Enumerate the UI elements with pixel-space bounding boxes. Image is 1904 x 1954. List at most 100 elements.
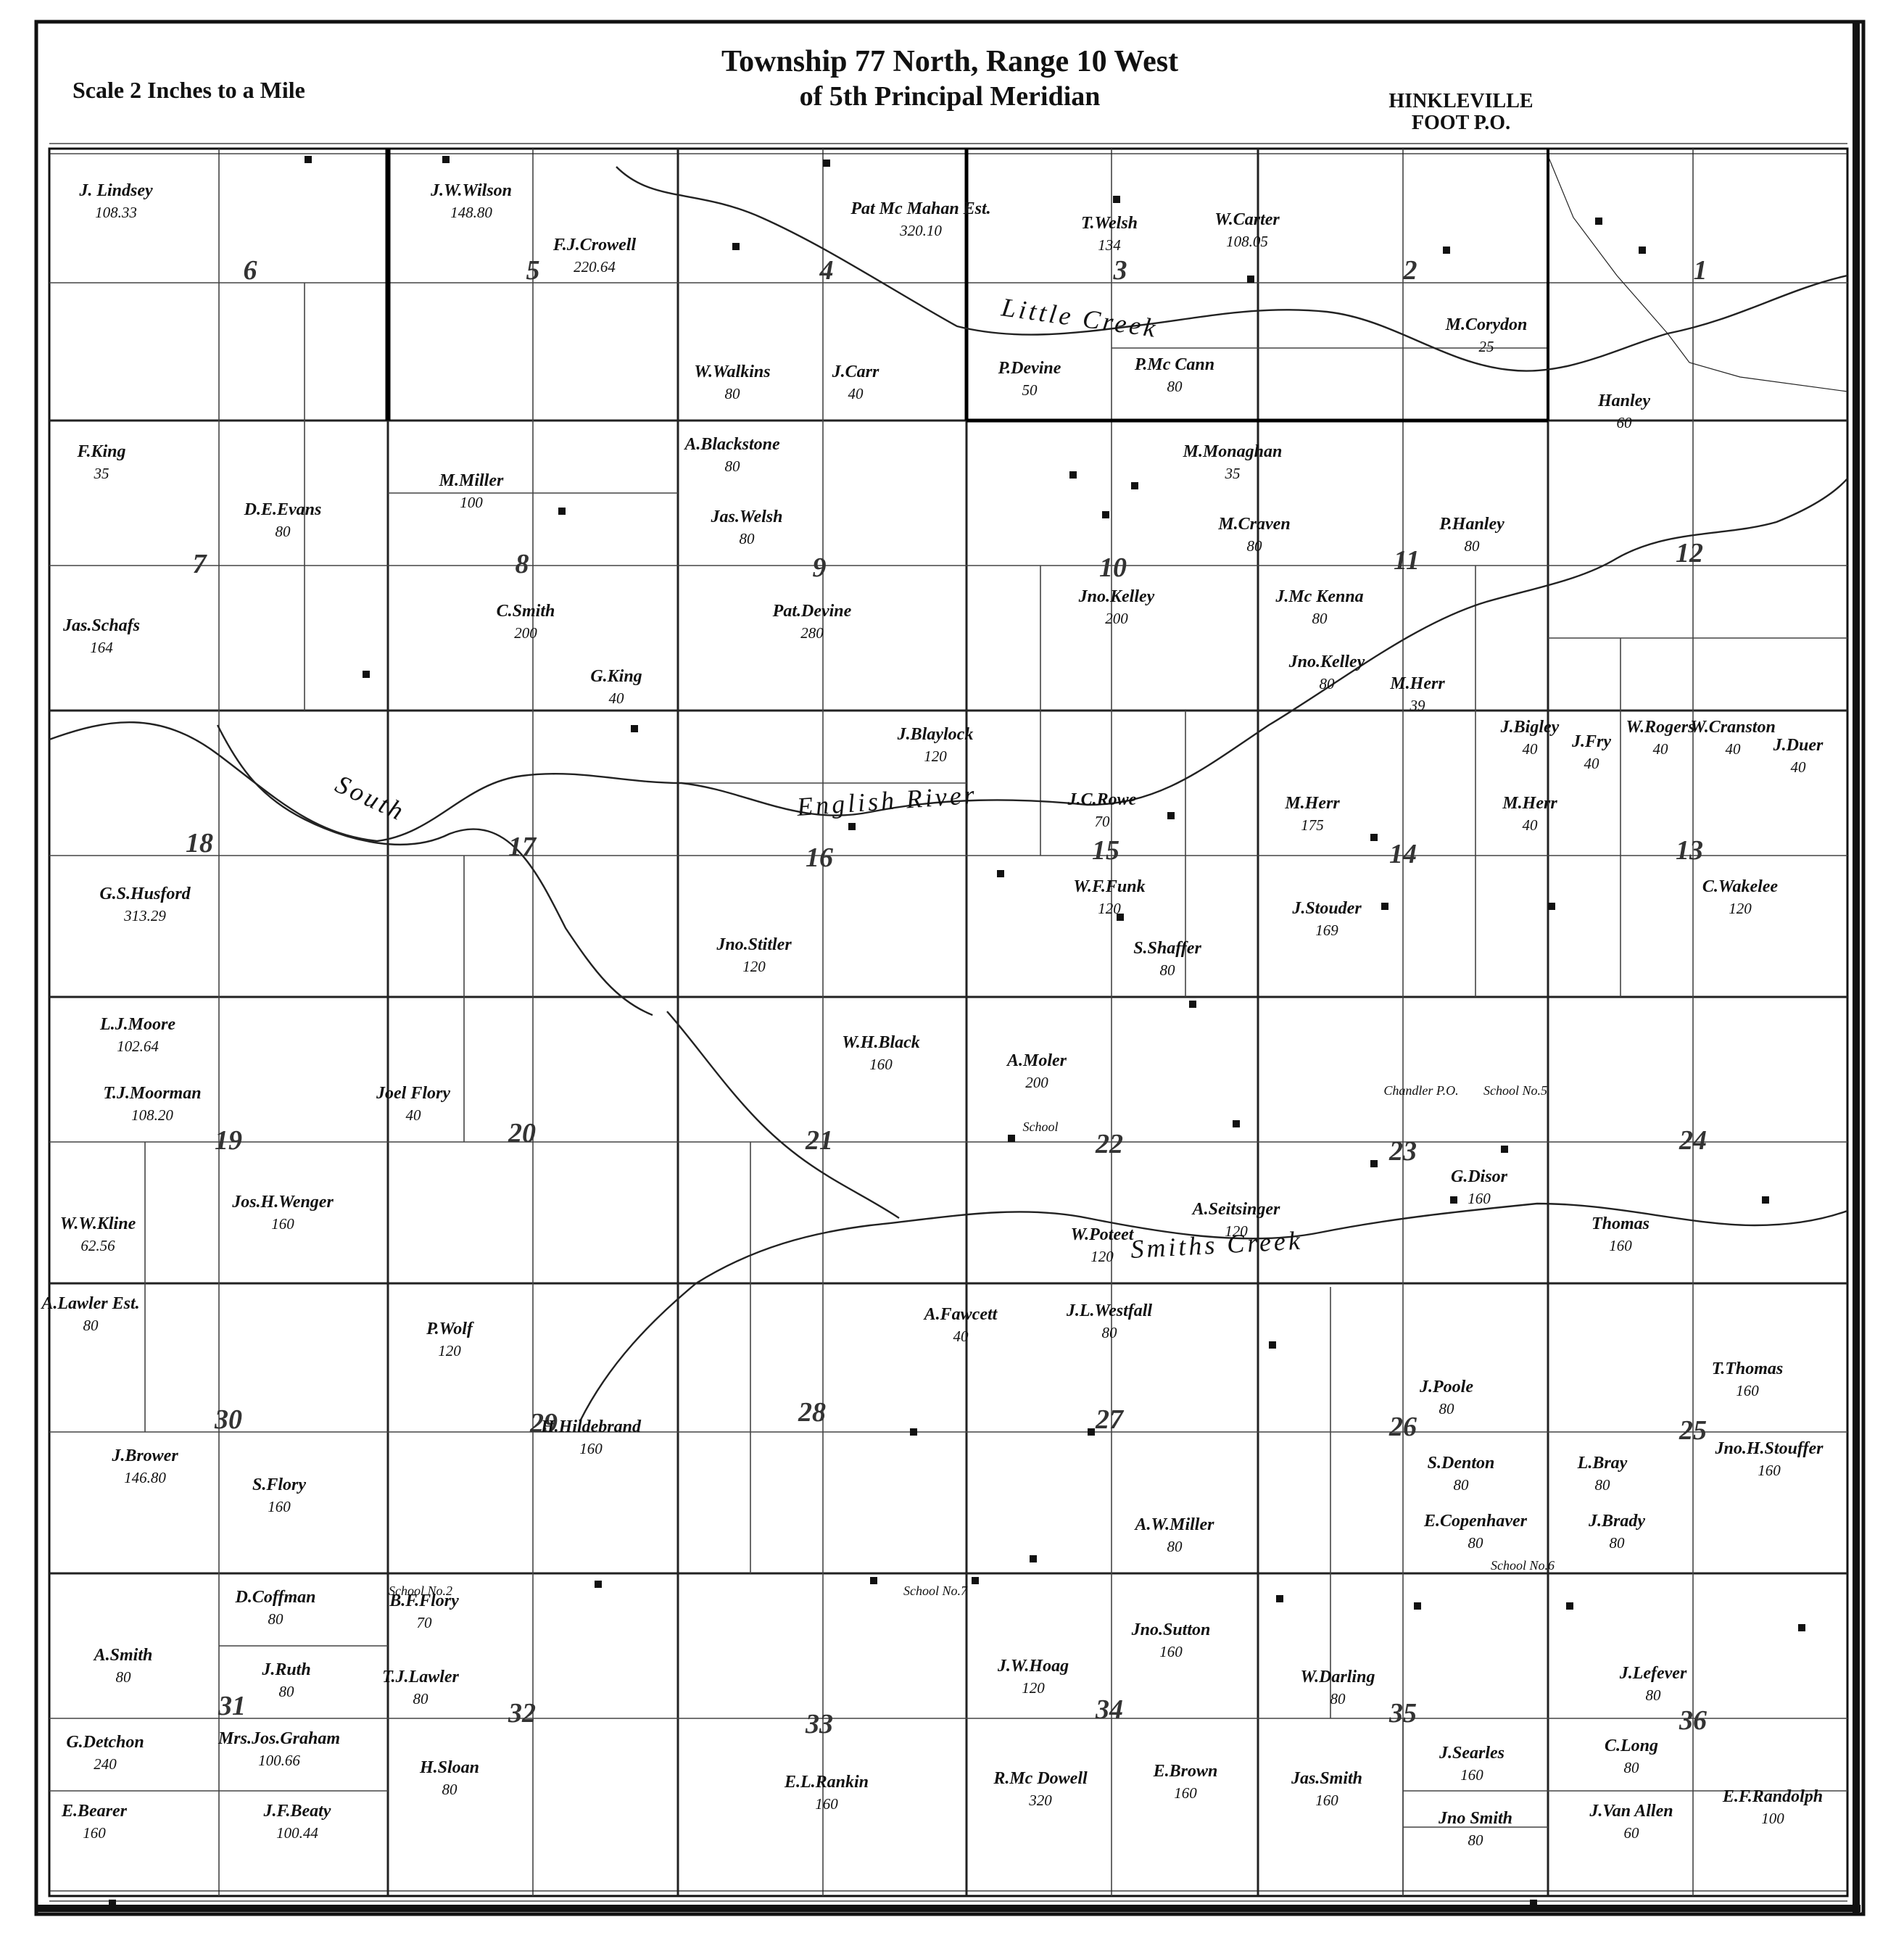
parcel-owner: M.Herr xyxy=(1284,794,1340,813)
parcel-label: A.Lawler Est.80 xyxy=(40,1294,139,1334)
parcel-acres: 108.05 xyxy=(1226,233,1268,250)
building-marker xyxy=(1762,1196,1769,1204)
parcel-acres: 120 xyxy=(1729,900,1752,917)
building-marker xyxy=(1189,1001,1196,1008)
building-marker xyxy=(1381,903,1388,910)
building-marker xyxy=(848,823,856,830)
parcel-owner: M.Miller xyxy=(439,471,504,490)
parcel-owner: J.Lefever xyxy=(1619,1664,1687,1683)
section-number: 6 xyxy=(244,255,257,286)
section-number: 18 xyxy=(186,828,213,858)
parcel-owner: L.J.Moore xyxy=(99,1015,175,1034)
section-number: 23 xyxy=(1388,1136,1417,1167)
parcel-acres: 146.80 xyxy=(124,1469,166,1486)
building-marker xyxy=(1595,218,1602,225)
parcel-acres: 35 xyxy=(1225,465,1241,482)
parcel-owner: J.Mc Kenna xyxy=(1275,587,1363,606)
parcel-owner: Jno Smith xyxy=(1438,1809,1512,1828)
parcel-owner: Jno.H.Stouffer xyxy=(1715,1439,1824,1458)
building-marker xyxy=(1233,1120,1240,1127)
parcel-acres: 160 xyxy=(1315,1792,1338,1809)
section-number: 24 xyxy=(1679,1125,1707,1156)
parcel-owner: G.Detchon xyxy=(66,1733,144,1752)
parcel-acres: 120 xyxy=(1090,1248,1114,1265)
parcel-owner: J.Carr xyxy=(832,363,879,381)
parcel-acres: 80 xyxy=(116,1668,132,1686)
little-creek xyxy=(616,166,1848,372)
section-number: 20 xyxy=(508,1118,536,1148)
section-number: 3 xyxy=(1113,255,1127,286)
parcel-label: Pat Mc Mahan Est.320.10 xyxy=(850,199,990,239)
parcel-acres: 80 xyxy=(1320,675,1336,692)
building-marker xyxy=(1030,1555,1037,1562)
parcel-owner: W.Cranston xyxy=(1690,718,1776,737)
section-number: 21 xyxy=(805,1125,833,1156)
parcel-owner: A.Moler xyxy=(1006,1051,1067,1070)
parcel-owner: Pat Mc Mahan Est. xyxy=(850,199,990,218)
section-number: 27 xyxy=(1095,1404,1125,1435)
parcel-acres: 62.56 xyxy=(80,1237,115,1254)
parcel-owner: G.Disor xyxy=(1451,1167,1508,1186)
building-marker xyxy=(1113,196,1120,203)
map-title: Township 77 North, Range 10 West xyxy=(721,45,1178,78)
parcel-acres: 160 xyxy=(1460,1766,1483,1784)
parcel-owner: W.H.Black xyxy=(842,1033,920,1052)
section-number: 7 xyxy=(193,549,208,579)
building-marker xyxy=(1102,511,1109,518)
parcel-label: Jno.H.Stouffer 160 xyxy=(1715,1439,1824,1479)
building-marker xyxy=(1414,1602,1421,1610)
building-marker xyxy=(1566,1602,1573,1610)
parcel-acres: 40 xyxy=(1653,740,1669,758)
parcel-acres: 120 xyxy=(742,958,766,975)
parcel-acres: 160 xyxy=(1758,1462,1781,1479)
parcel-owner: Joel Flory xyxy=(376,1084,450,1103)
parcel-acres: 175 xyxy=(1301,816,1324,834)
parcel-acres: 160 xyxy=(271,1215,294,1233)
building-marker xyxy=(1008,1135,1015,1142)
parcel-owner: P.Devine xyxy=(998,359,1061,378)
parcel-owner: J.W.Wilson xyxy=(430,181,512,200)
parcel-acres: 39 xyxy=(1410,697,1426,714)
parcel-owner: E.F.Randolph xyxy=(1722,1787,1823,1806)
parcel-acres: 120 xyxy=(924,748,947,765)
building-marker xyxy=(1530,1900,1537,1907)
parcel-owner: M.Herr xyxy=(1502,794,1557,813)
parcel-acres: 70 xyxy=(1095,813,1111,830)
parcel-acres: 80 xyxy=(1167,378,1183,395)
parcel-owner: E.Bearer xyxy=(61,1802,128,1821)
building-marker xyxy=(1247,276,1254,283)
parcel-acres: 108.33 xyxy=(95,204,137,221)
parcel-acres: 35 xyxy=(94,465,109,482)
parcel-acres: 40 xyxy=(848,385,864,402)
parcel-acres: 120 xyxy=(1022,1679,1045,1697)
english-river xyxy=(49,478,1848,843)
parcel-owner: F.J.Crowell xyxy=(552,236,637,254)
section-number: 9 xyxy=(813,552,827,583)
